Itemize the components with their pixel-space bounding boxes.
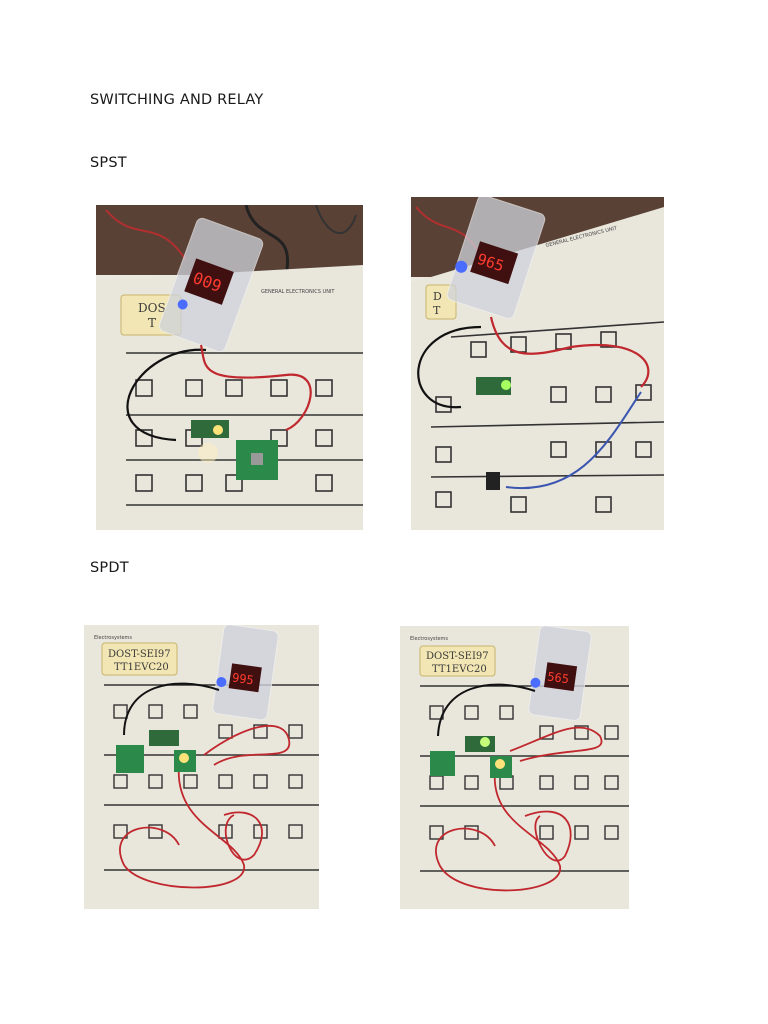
spst-photo-2: GENERAL ELECTRONICS UNIT D T 965 — [411, 197, 664, 530]
spdt-photo-1: Electrosystems DOST-SEI97 TT1EVC20 995 — [84, 625, 319, 909]
brand-label: Electrosystems — [410, 636, 448, 642]
brand-label: Electrosystems — [94, 635, 132, 641]
board-label-line-1: D — [433, 290, 442, 303]
display-reading: 565 — [546, 669, 569, 686]
document-title: SWITCHING AND RELAY — [90, 92, 264, 108]
spst-photo-1: GENERAL ELECTRONICS UNIT DOS T 009 — [96, 205, 363, 530]
board-label-line-1: DOST-SEI97 — [108, 649, 171, 660]
board-label-line-1: DOS — [138, 301, 166, 315]
board-label-line-2: T — [433, 304, 441, 317]
section-heading-spdt: SPDT — [90, 560, 129, 576]
board-label-line-2: TT1EVC20 — [114, 662, 169, 673]
section-heading-spst: SPST — [90, 155, 127, 171]
display-reading: 995 — [231, 671, 254, 688]
board-label-line-2: T — [148, 316, 156, 330]
spdt-photo-2: Electrosystems DOST-SEI97 TT1EVC20 565 — [400, 626, 629, 909]
board-label-line-1: DOST-SEI97 — [426, 651, 489, 662]
board-label-line-2: TT1EVC20 — [432, 664, 487, 675]
unit-label: GENERAL ELECTRONICS UNIT — [261, 289, 335, 295]
